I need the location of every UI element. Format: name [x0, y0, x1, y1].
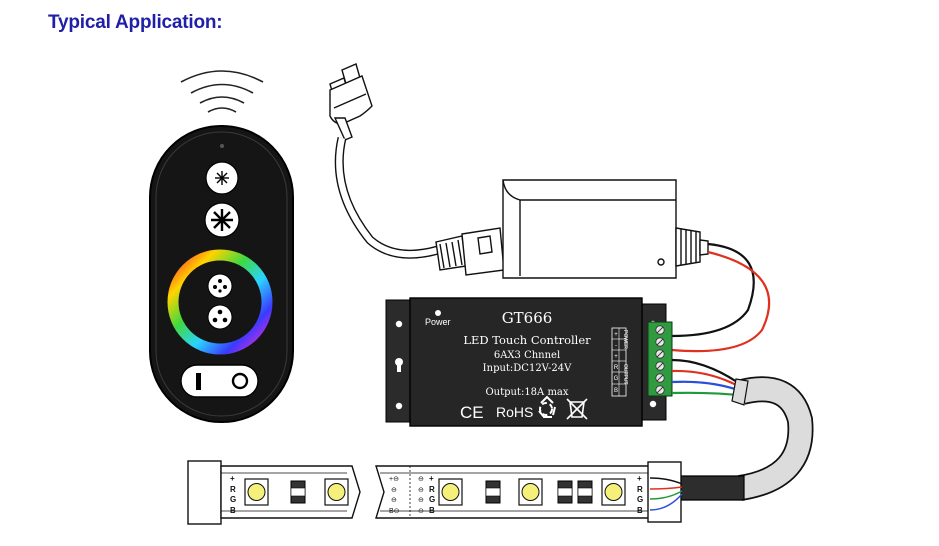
strip-cut-pin: ⊖ [418, 508, 424, 515]
power-label: Power [425, 317, 451, 327]
strip-cut-pin: ⊖ [418, 476, 424, 483]
smd-led [244, 478, 269, 506]
mode-button-2-icon [207, 304, 233, 330]
smd-led [324, 478, 349, 506]
smd-led [518, 478, 543, 506]
mode-button-1-icon [207, 273, 233, 299]
terminal-pin: + [614, 354, 618, 360]
strip-pin-mid: + [429, 474, 434, 483]
power-switch-icon [180, 364, 259, 398]
remote-control [149, 70, 294, 423]
page-heading: Typical Application: [48, 12, 223, 33]
power-led [435, 310, 441, 316]
brightness-down-icon [205, 161, 239, 195]
recycle-icon [538, 395, 556, 418]
controller-line-1: LED Touch Controller [463, 333, 591, 347]
strip-cut-pin: ⊖ [418, 487, 424, 494]
strip-pin-right: + [637, 474, 642, 483]
strip-pin-right: B [637, 506, 643, 515]
terminal-output-label: OUTPUT [622, 364, 628, 385]
led-strip: + R G B +⊖ ⊖ ⊖ B⊖ ⊖ ⊖ ⊖ ⊖ + R [187, 460, 683, 525]
wireless-signal-icon [180, 70, 264, 113]
resistor [290, 480, 306, 504]
controller-line-4: Output:18A max [485, 387, 568, 398]
terminal-pin: R [614, 365, 619, 371]
strip-cut-pin: +⊖ [389, 476, 399, 483]
strip-end-connector [647, 461, 682, 523]
color-wheel [167, 249, 273, 355]
strip-pin-mid: G [429, 495, 435, 504]
terminal-pin: - [615, 343, 617, 349]
terminal-pin: + [614, 332, 618, 338]
strip-cable [680, 376, 814, 501]
strip-end-cap-left [187, 460, 222, 525]
controller-line-3: Input:DC12V-24V [483, 363, 572, 374]
ac-plug [329, 63, 440, 259]
smd-led [438, 478, 463, 506]
controller-body [409, 297, 643, 427]
strip-cut-pin: ⊖ [391, 497, 397, 504]
model-label: GT666 [502, 309, 553, 327]
psu-output-wires [671, 242, 771, 353]
strip-cut-pin: B⊖ [389, 508, 400, 515]
strip-pin-left: + [230, 474, 235, 483]
brightness-up-icon [204, 202, 240, 238]
ce-mark: CE [460, 403, 484, 422]
terminal-pin: G [614, 376, 619, 382]
resistor [557, 480, 573, 504]
strip-pin-right: G [637, 495, 643, 504]
led-controller: Power GT666 LED Touch Controller 6AX3 Ch… [385, 297, 673, 427]
strip-pin-left: G [230, 495, 236, 504]
controller-line-2: 6AX3 Chnnel [494, 350, 560, 361]
terminal-power-label: POWER [622, 330, 628, 349]
strip-cut-pin: ⊖ [418, 497, 424, 504]
strip-pin-mid: R [429, 485, 435, 494]
strip-pin-mid: B [429, 506, 435, 515]
terminal-pin: B [614, 388, 618, 394]
strip-pin-left: R [230, 485, 236, 494]
resistor [577, 480, 593, 504]
strip-pin-left: B [230, 506, 236, 515]
rohs-mark: RoHS [496, 404, 533, 420]
strip-pin-right: R [637, 485, 643, 494]
power-supply [435, 179, 709, 279]
resistor [485, 480, 501, 504]
strip-cut-pin: ⊖ [391, 487, 397, 494]
smd-led [601, 478, 626, 506]
weee-bin-icon [566, 398, 588, 420]
